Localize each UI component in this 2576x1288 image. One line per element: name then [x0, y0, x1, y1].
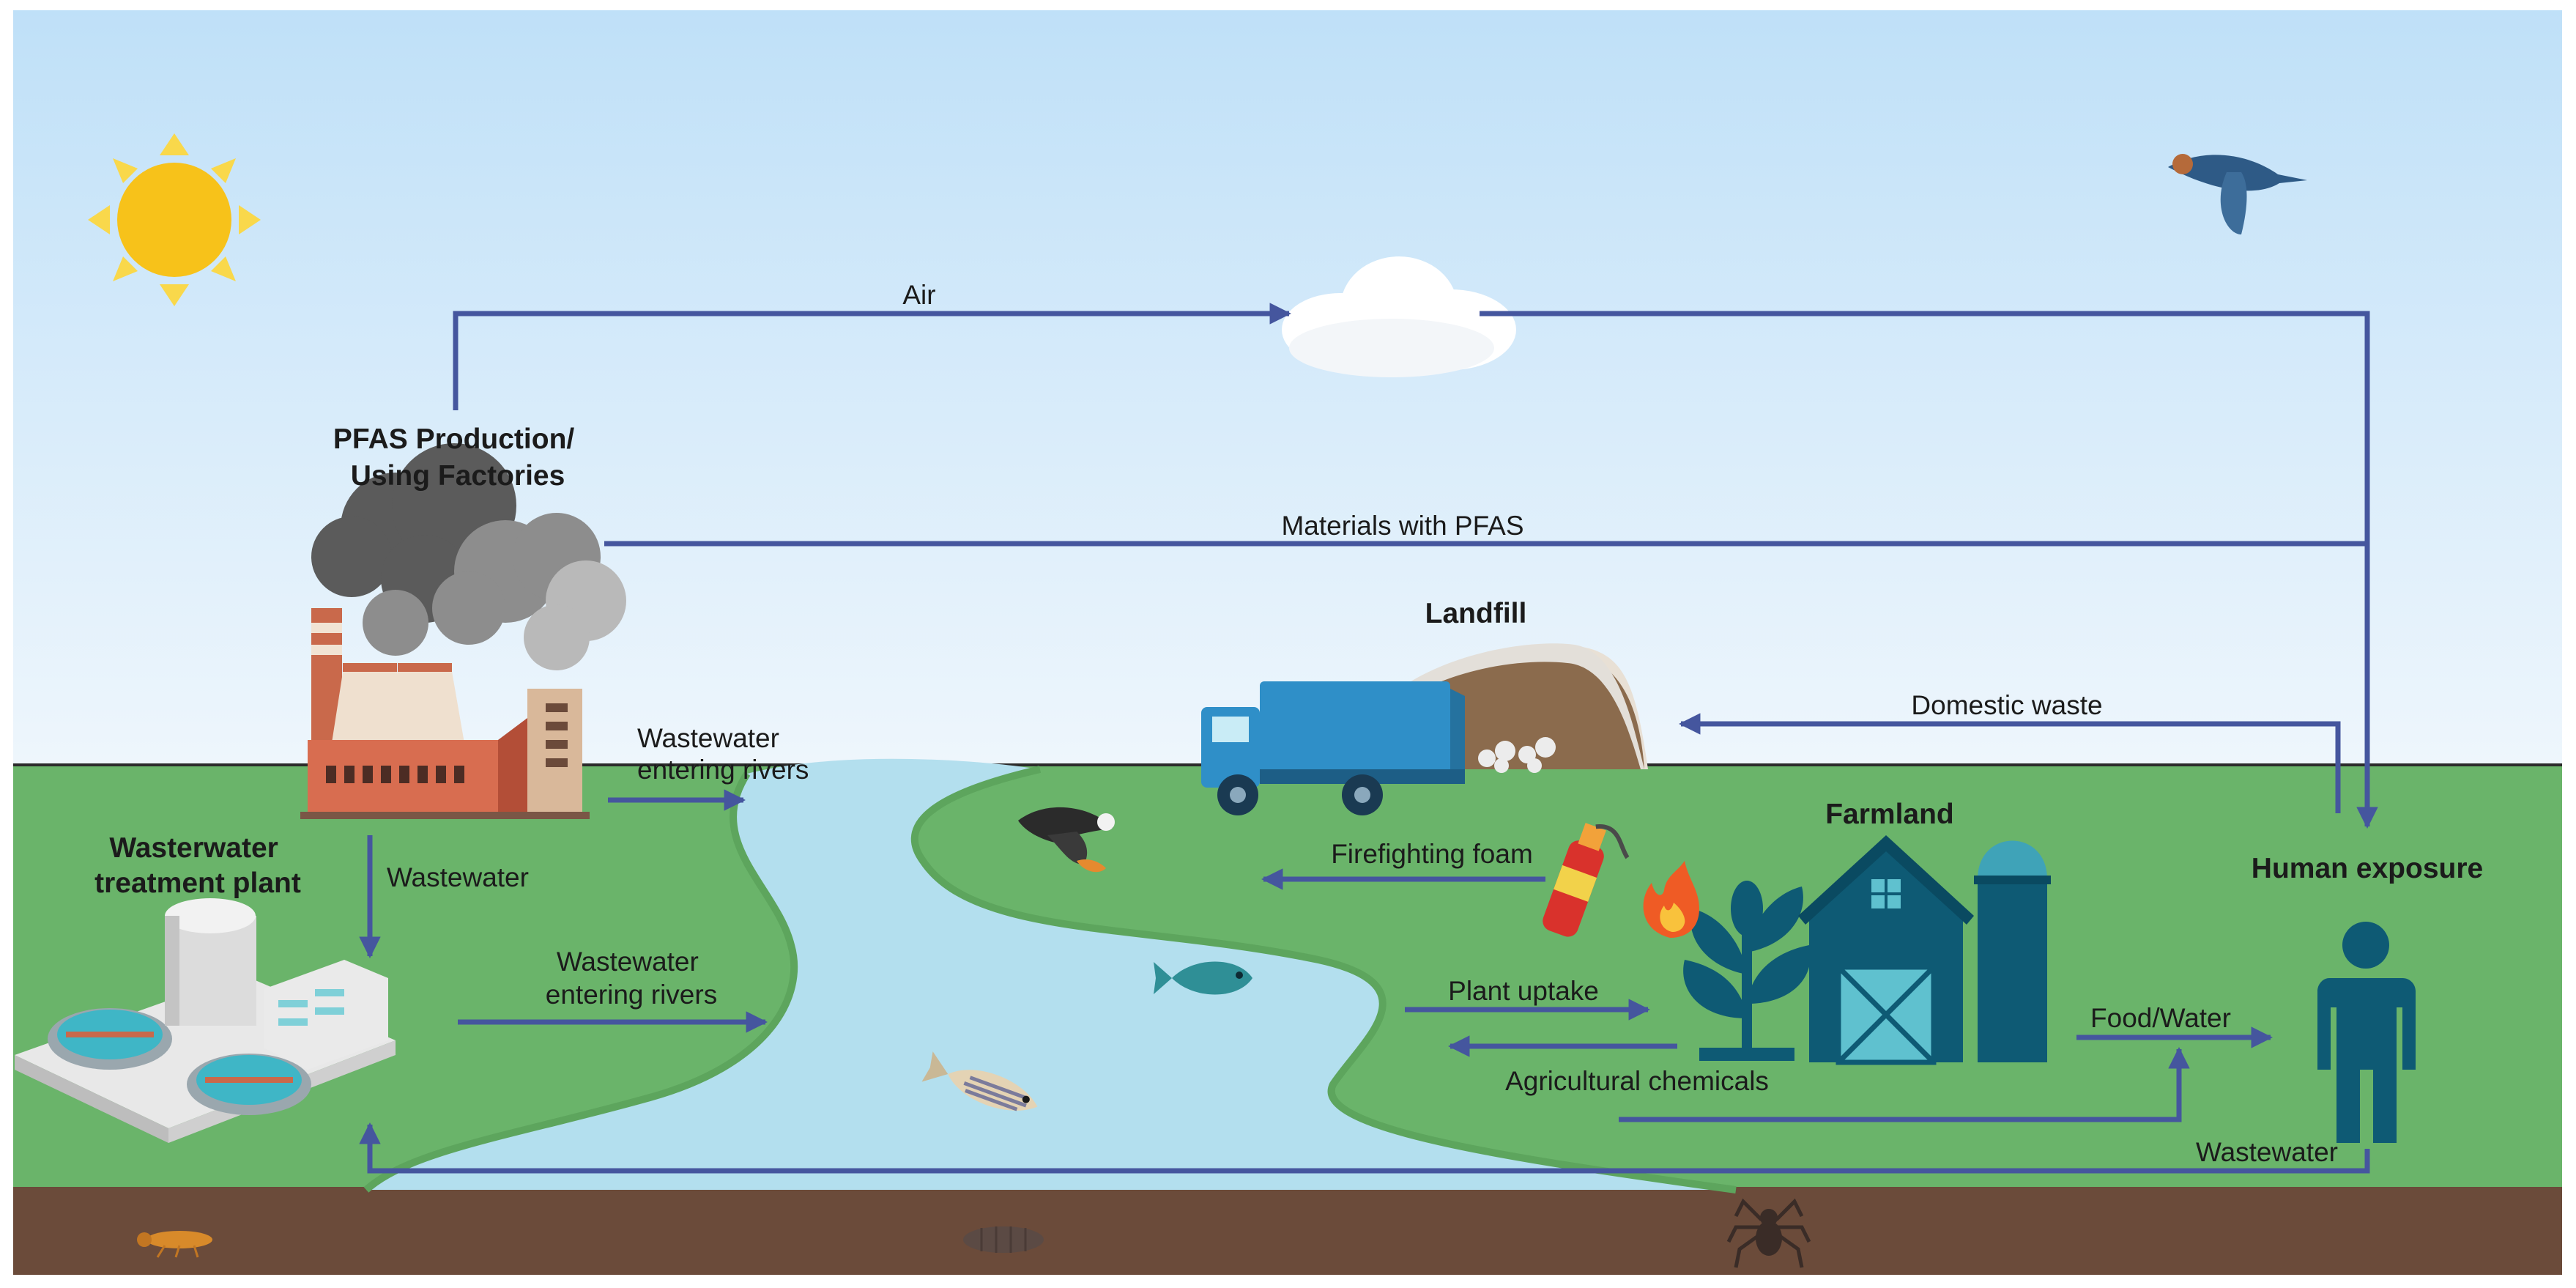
- arrow-agri-to-food: [1619, 1047, 2190, 1122]
- insect-icon: [137, 1231, 212, 1258]
- arrow-domestic-waste: [1679, 713, 2341, 813]
- wwtp-title: Wasterwater treatment plant: [94, 832, 301, 899]
- silo-icon: [1974, 840, 2051, 1062]
- wastewater-rivers-bottom-line2: entering rivers: [546, 980, 717, 1010]
- eagle-icon: [1018, 807, 1115, 873]
- fish-icon: [1154, 961, 1252, 995]
- landfill-title: Landfill: [1425, 598, 1527, 629]
- zebrafish-icon: [921, 1051, 1038, 1111]
- wastewater-rivers-top-line2: entering rivers: [637, 755, 809, 785]
- wastewater-return-label: Wastewater: [2196, 1137, 2338, 1167]
- wastewater-rivers-top-label: Wastewater entering rivers: [637, 723, 809, 785]
- firefighting-foam-label: Firefighting foam: [1331, 839, 1533, 869]
- factory-title-line2: Using Factories: [351, 460, 565, 492]
- fire-icon: [1643, 861, 1699, 938]
- plant-icon: [1683, 881, 1811, 1061]
- person-icon: [2317, 922, 2416, 1143]
- cloud-icon: [1282, 256, 1516, 377]
- text-labels: PFAS Production/ Using Factories Wasterw…: [94, 280, 2483, 1167]
- wastewater-down-label: Wastewater: [387, 862, 529, 892]
- wastewater-rivers-bottom-label: Wastewater entering rivers: [546, 947, 717, 1010]
- background: [13, 10, 2562, 1275]
- flow-arrows: [359, 303, 2378, 1174]
- wwtp-title-line2: treatment plant: [94, 867, 301, 899]
- isopod-icon: [963, 1226, 1044, 1253]
- food-water-label: Food/Water: [2090, 1003, 2231, 1033]
- wwtp-title-line1: Wasterwater: [109, 832, 278, 864]
- barn-icon: [1798, 835, 1974, 1065]
- farmland-title: Farmland: [1825, 799, 1954, 830]
- arrow-air: [453, 303, 1291, 410]
- wastewater-rivers-top-line1: Wastewater: [637, 723, 779, 753]
- agricultural-chemicals-label: Agricultural chemicals: [1505, 1066, 1769, 1096]
- arrow-air-to-human: [1480, 311, 2378, 829]
- materials-label: Materials with PFAS: [1281, 511, 1523, 541]
- treatment-plant-icon: [15, 898, 396, 1143]
- wastewater-rivers-bottom-line1: Wastewater: [557, 947, 699, 977]
- factory-icon: [300, 443, 626, 819]
- spider-icon: [1726, 1198, 1811, 1268]
- factory-title-line1: PFAS Production/: [333, 423, 575, 455]
- fire-extinguisher-icon: [1543, 823, 1630, 937]
- factory-title: PFAS Production/ Using Factories: [333, 423, 582, 492]
- river-bank: [363, 771, 798, 1193]
- air-label: Air: [902, 280, 935, 310]
- soil: [13, 1187, 2562, 1275]
- sun-icon: [88, 133, 261, 306]
- human-title: Human exposure: [2252, 853, 2483, 884]
- domestic-waste-label: Domestic waste: [1911, 690, 2102, 720]
- garbage-truck-icon: [1201, 681, 1465, 815]
- bird-icon: [2168, 154, 2307, 234]
- plant-uptake-label: Plant uptake: [1448, 976, 1599, 1006]
- river: [366, 758, 1736, 1190]
- arrow-wastewater-return: [359, 1122, 2370, 1174]
- sky: [13, 10, 2562, 765]
- river-bank: [910, 766, 1737, 1193]
